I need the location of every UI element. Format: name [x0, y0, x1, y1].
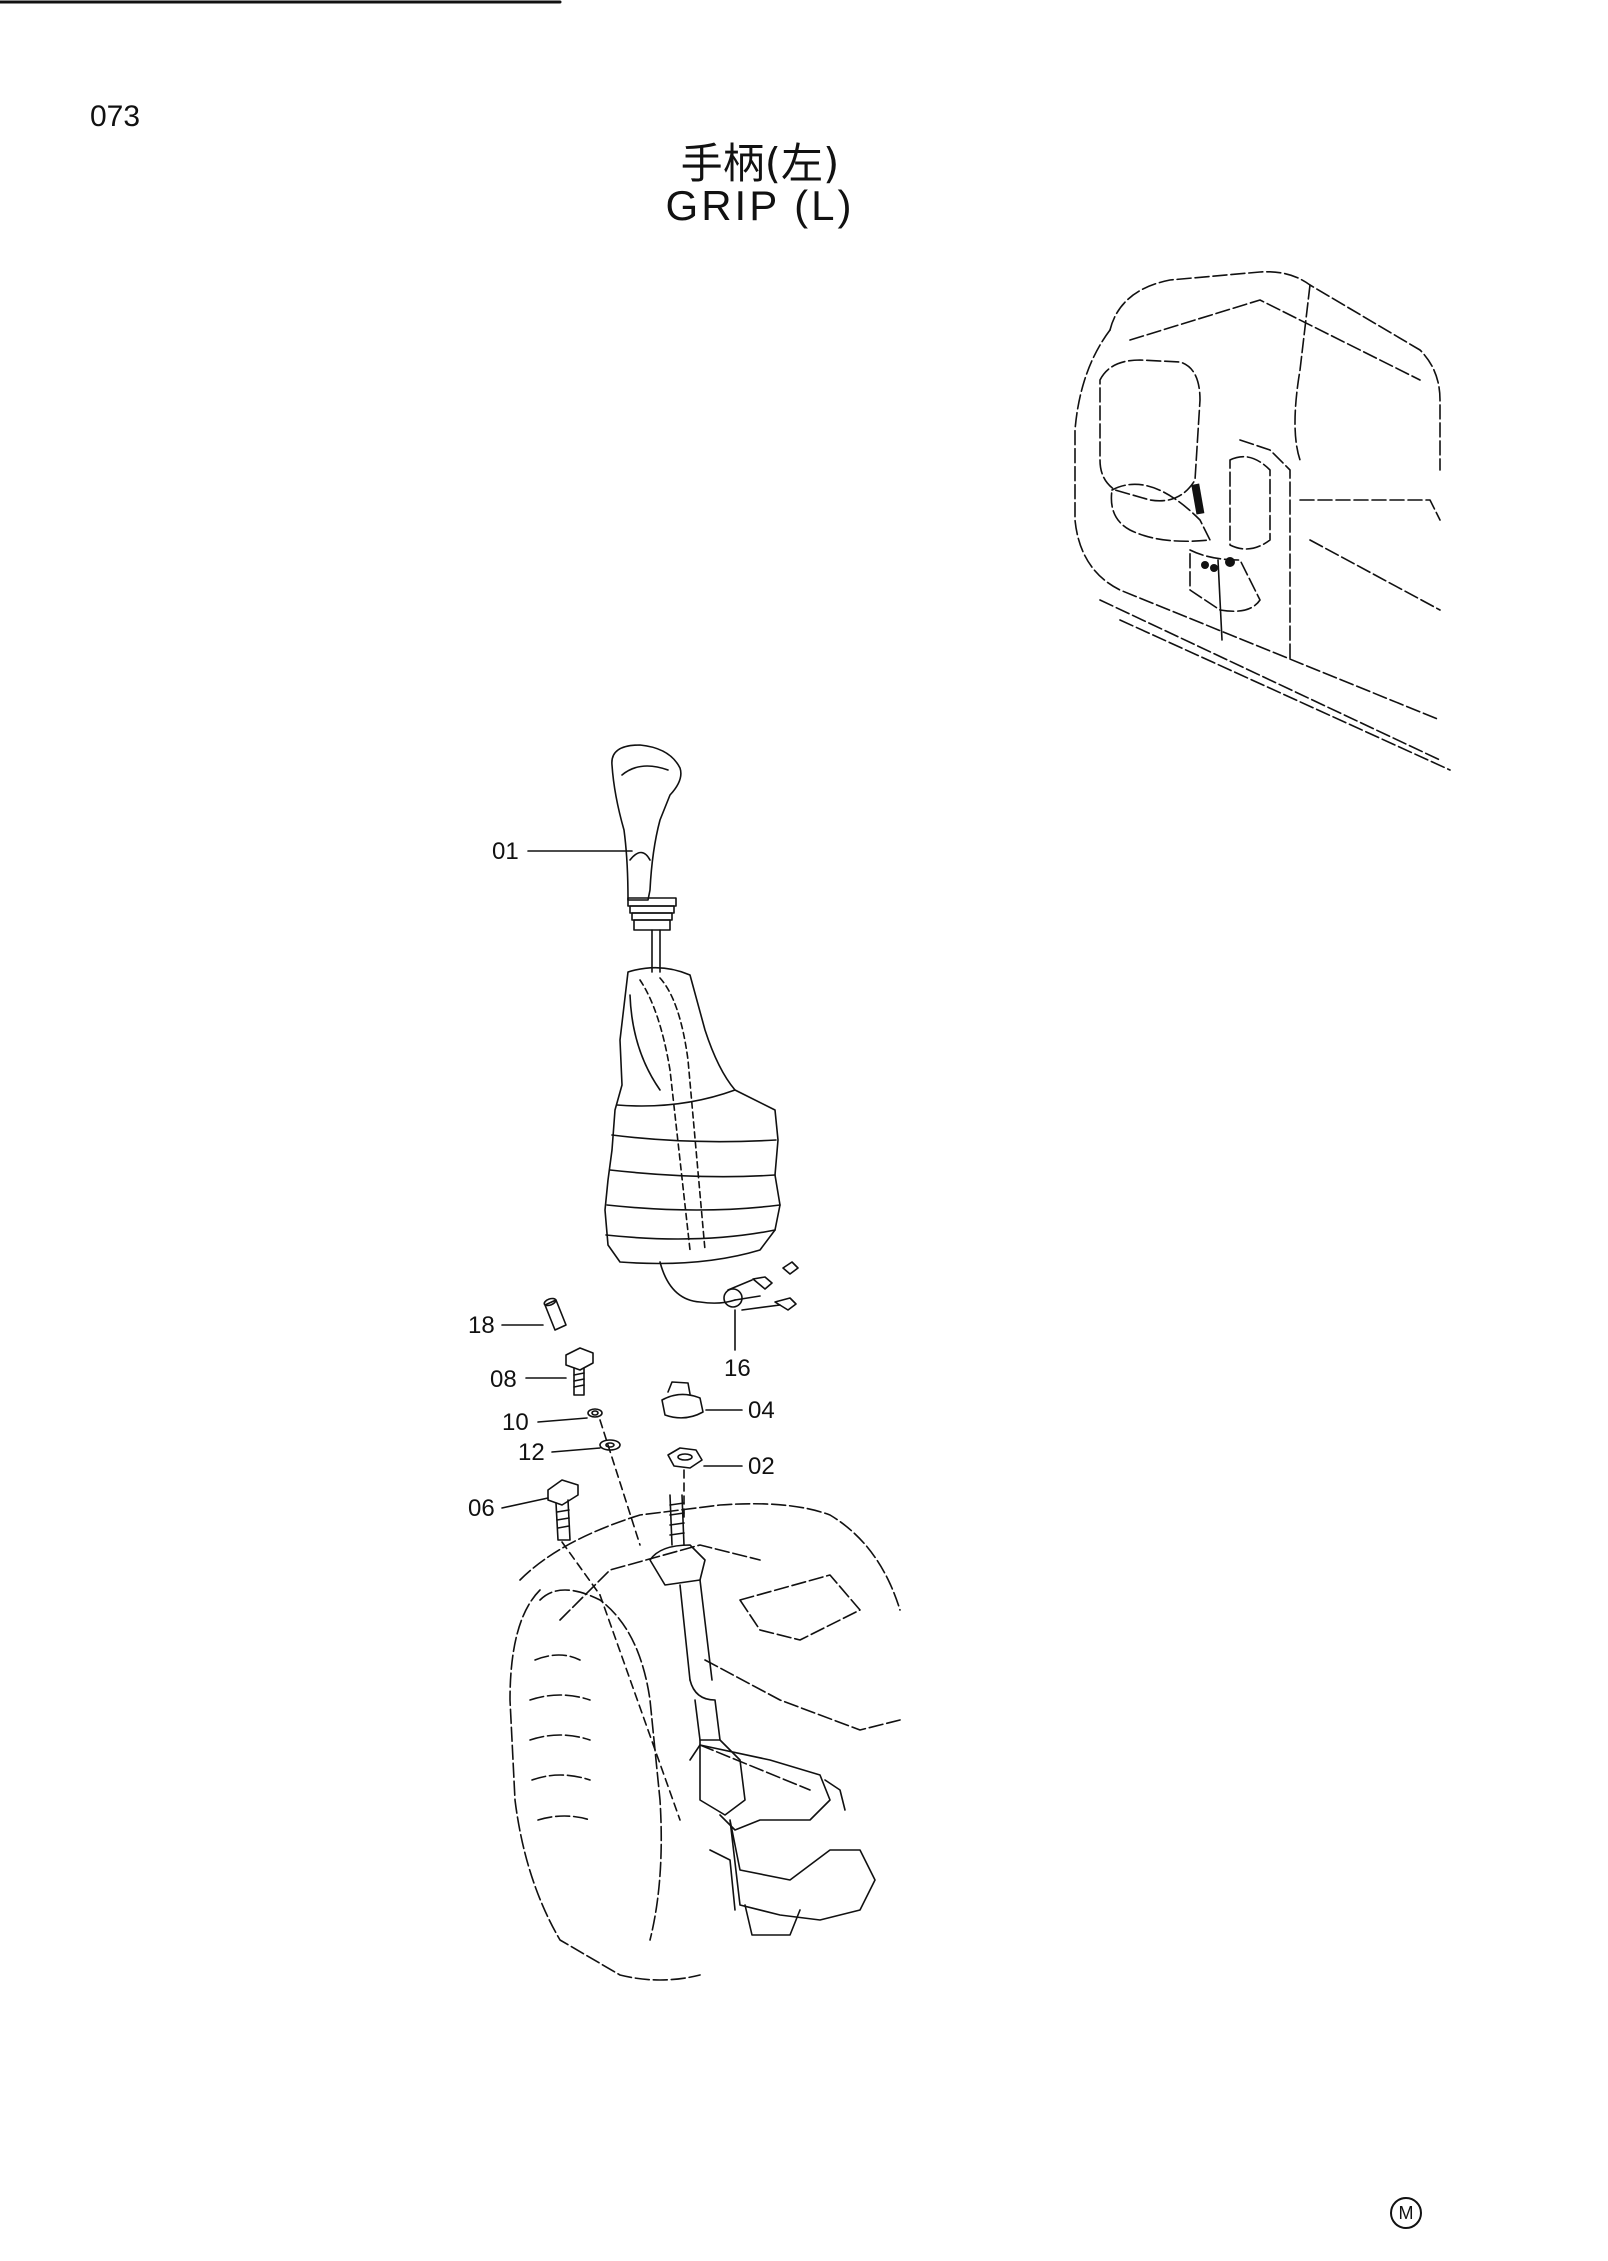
nut-02-icon: [667, 1447, 703, 1469]
callout-labels: 01 18 08 10 12 06 16 04 02: [468, 838, 775, 1522]
title-chinese: 手柄(左): [680, 139, 840, 188]
callout-10: 10: [502, 1409, 529, 1436]
bolt-08-icon: [565, 1347, 594, 1396]
page-number: 073: [90, 100, 141, 133]
callout-06: 06: [468, 1495, 495, 1522]
boot-icon: [604, 966, 781, 1265]
callout-18: 18: [468, 1312, 495, 1339]
title-english: GRIP (L): [665, 182, 855, 229]
grip-icon: [611, 744, 682, 973]
cab-leader-line: [1217, 559, 1223, 641]
console-icon: [509, 1502, 901, 1981]
washer-10-icon: [587, 1408, 603, 1418]
manufacturer-mark: M: [1390, 2197, 1422, 2229]
cab-locator-icon: [1074, 270, 1451, 771]
washer-12-icon: [599, 1439, 621, 1451]
callout-01: 01: [492, 838, 519, 865]
nut-04-icon: [661, 1381, 704, 1419]
bolt-06-icon: [547, 1479, 579, 1541]
callout-16: 16: [724, 1355, 751, 1382]
callout-02: 02: [748, 1453, 775, 1480]
wire-harness: [659, 1261, 799, 1311]
pilot-valve-icon: [649, 1494, 876, 1936]
callout-08: 08: [490, 1366, 517, 1393]
cab-grip-marker: [1191, 483, 1235, 572]
assembly-lines: [561, 1419, 685, 1821]
callout-leaders: [501, 850, 743, 1509]
callout-12: 12: [518, 1439, 545, 1466]
pin-icon: [543, 1297, 567, 1331]
callout-04: 04: [748, 1397, 775, 1424]
